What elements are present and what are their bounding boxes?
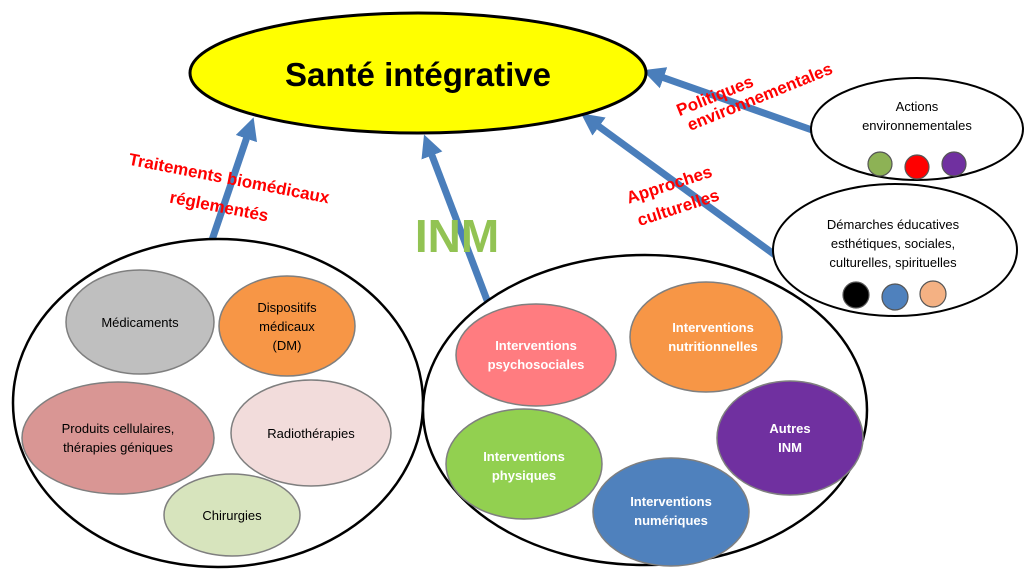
- cell-therapy-label-1: Produits cellulaires,: [62, 421, 175, 436]
- env-dot-green: [867, 151, 893, 177]
- physical-label-1: Interventions: [483, 449, 565, 464]
- radiotherapies-label: Radiothérapies: [267, 426, 355, 441]
- env-actions-label-1: Actions: [896, 99, 939, 114]
- nutrition-label-1: Interventions: [672, 320, 754, 335]
- medicaments-label: Médicaments: [101, 315, 179, 330]
- dm-label-3: (DM): [273, 338, 302, 353]
- arrow-biomedical: [208, 117, 258, 242]
- arrows: [208, 67, 814, 310]
- arrow-cultural: [580, 113, 778, 258]
- dm-label-1: Dispositifs: [257, 300, 317, 315]
- page-title: Santé intégrative: [285, 56, 551, 93]
- digital-label-1: Interventions: [630, 494, 712, 509]
- cell-therapy-label-2: thérapies géniques: [63, 440, 173, 455]
- nutrition-ellipse: [629, 281, 783, 393]
- chirurgies-ellipse: [163, 473, 301, 557]
- psychosocial-ellipse: [455, 303, 617, 407]
- env-actions-label-2: environnementales: [862, 118, 972, 133]
- nutrition-label-2: nutritionnelles: [668, 339, 758, 354]
- other-inm-ellipse: [716, 380, 864, 496]
- psychosocial-label-1: Interventions: [495, 338, 577, 353]
- educational-label-2: esthétiques, sociales,: [831, 236, 955, 251]
- env-dot-red: [904, 154, 930, 180]
- physical-ellipse: [445, 408, 603, 520]
- inm-label: INM: [415, 210, 499, 262]
- edu-dot-peach: [919, 280, 947, 308]
- psychosocial-label-2: psychosociales: [488, 357, 585, 372]
- physical-label-2: physiques: [492, 468, 556, 483]
- arrow-inm: [421, 134, 494, 310]
- educational-ellipse: [772, 183, 1018, 317]
- env-dot-purple: [941, 151, 967, 177]
- edu-dot-blue: [881, 283, 909, 311]
- medicaments-ellipse: [65, 269, 215, 375]
- educational-label-1: Démarches éducatives: [827, 217, 960, 232]
- digital-label-2: numériques: [634, 513, 708, 528]
- other-inm-label-2: INM: [778, 440, 802, 455]
- educational-label-3: culturelles, spirituelles: [829, 255, 957, 270]
- digital-ellipse: [592, 457, 750, 567]
- chirurgies-label: Chirurgies: [202, 508, 262, 523]
- env-actions-ellipse: [810, 77, 1024, 181]
- env-dots: [867, 151, 967, 180]
- radiotherapies-ellipse: [230, 379, 392, 487]
- edu-dot-black: [842, 281, 870, 309]
- dm-label-2: médicaux: [259, 319, 315, 334]
- edu-dots: [842, 280, 947, 311]
- arrow-policies: [642, 67, 814, 134]
- title-ellipse: [188, 11, 648, 135]
- other-inm-label-1: Autres: [769, 421, 810, 436]
- dm-ellipse: [218, 275, 356, 377]
- cell-therapy-ellipse: [21, 381, 215, 495]
